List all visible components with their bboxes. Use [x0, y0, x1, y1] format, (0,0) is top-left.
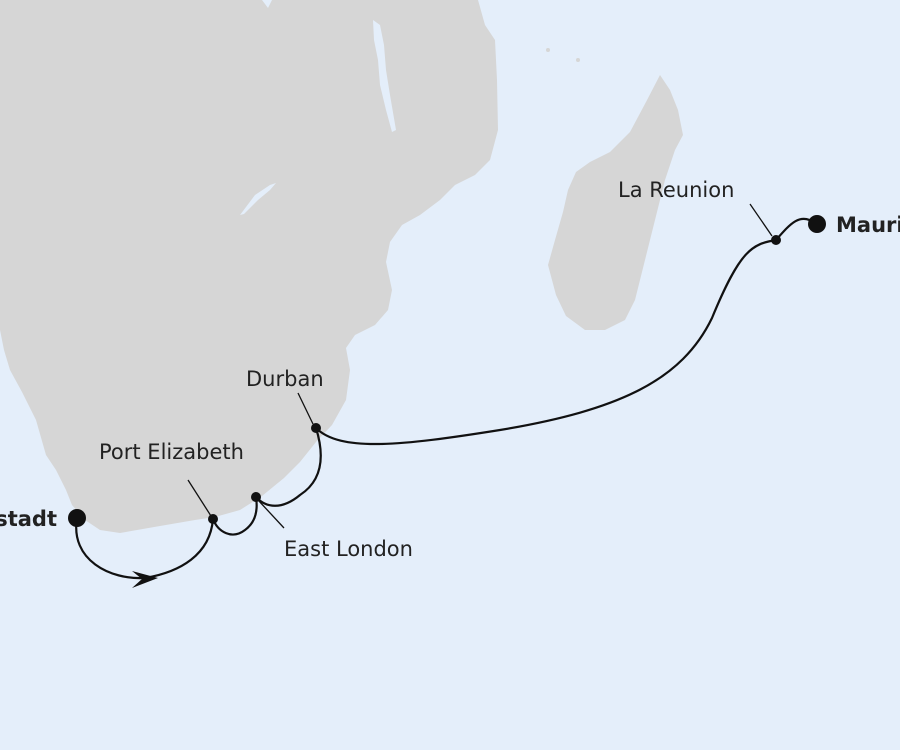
lake-tanganyika-tip	[262, 0, 272, 8]
port-marker[interactable]	[311, 423, 321, 433]
direction-arrow-icon	[132, 571, 158, 588]
port-marker-end[interactable]	[808, 215, 826, 233]
route-line	[75, 217, 816, 580]
lake-malawi	[373, 20, 396, 132]
port-marker[interactable]	[771, 235, 781, 245]
leader-line	[297, 392, 314, 425]
leader-line	[749, 203, 773, 237]
comoros-island	[546, 48, 550, 52]
stop-label-durban: Durban	[246, 367, 324, 391]
port-marker[interactable]	[251, 492, 261, 502]
comoros-island	[576, 58, 580, 62]
leader-line	[257, 499, 285, 529]
leader-line	[187, 479, 212, 517]
port-marker-start[interactable]	[68, 509, 86, 527]
africa-landmass	[0, 0, 498, 533]
stop-label-la-reunion: La Reunion	[618, 178, 734, 202]
stop-label-port-elizabeth: Port Elizabeth	[99, 440, 244, 464]
start-port-label: Kapstadt	[0, 507, 57, 531]
port-marker[interactable]	[208, 514, 218, 524]
madagascar-landmass	[548, 75, 683, 330]
end-port-label: Mauritius	[836, 213, 900, 237]
stop-label-east-london: East London	[284, 537, 413, 561]
lake-kariba	[240, 183, 276, 215]
